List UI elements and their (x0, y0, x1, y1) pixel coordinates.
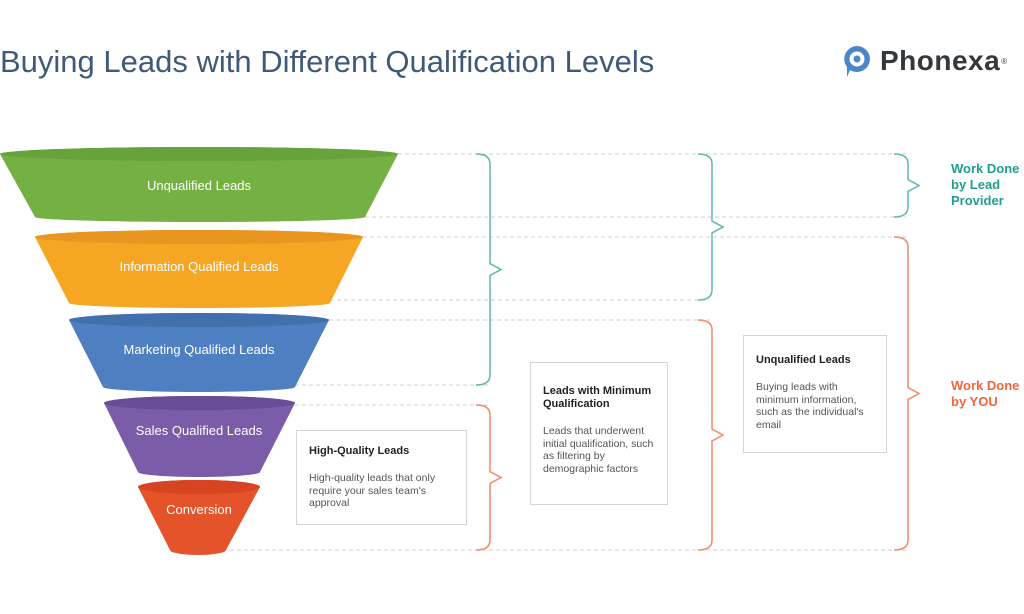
funnel-top (69, 313, 329, 327)
box-body: High-quality leads that only require you… (309, 472, 436, 509)
box-body: Buying leads with minimum information, s… (756, 381, 864, 431)
funnel-body (35, 230, 363, 308)
funnel-top (35, 230, 363, 244)
curly-bracket (697, 153, 725, 301)
funnel-body (138, 480, 260, 555)
funnel-body (0, 147, 398, 222)
info-box-high-quality: High-Quality Leads High-quality leads th… (296, 430, 467, 525)
funnel-top (0, 147, 398, 161)
page-title: Buying Leads with Different Qualificatio… (0, 44, 655, 79)
funnel-segment: Information Qualified Leads (35, 230, 363, 308)
funnel-label: Sales Qualified Leads (136, 423, 263, 438)
curly-bracket (893, 236, 921, 551)
funnel-top (104, 396, 295, 410)
funnel-segment: Marketing Qualified Leads (69, 313, 329, 392)
funnel-label: Unqualified Leads (147, 178, 252, 193)
funnel-top (138, 480, 260, 494)
curly-bracket (475, 153, 503, 386)
box-body: Leads that underwent initial qualificati… (543, 425, 654, 475)
funnel-segment: Sales Qualified Leads (104, 396, 295, 477)
registered-mark: ® (1001, 56, 1008, 66)
curly-bracket (475, 404, 503, 551)
box-title: Leads with Minimum Qualification (543, 385, 652, 410)
curly-bracket (697, 319, 725, 551)
curly-bracket (893, 153, 921, 218)
label-work-by-provider: Work Done by Lead Provider (951, 161, 1020, 208)
funnel-body (104, 396, 295, 477)
label-work-by-you: Work Done by YOU (951, 378, 1020, 409)
funnel-label: Information Qualified Leads (120, 259, 279, 274)
funnel-segment: Conversion (138, 480, 260, 555)
box-title: Unqualified Leads (756, 354, 851, 366)
info-box-minimum-qualification: Leads with Minimum Qualification Leads t… (530, 362, 668, 505)
logo-text: Phonexa (880, 45, 1001, 76)
funnel-segment: Unqualified Leads (0, 147, 398, 222)
info-box-unqualified: Unqualified Leads Buying leads with mini… (743, 335, 887, 453)
phonexa-logo: Phonexa® (842, 44, 1007, 78)
chat-bubble-icon (844, 46, 870, 77)
funnel-body (69, 313, 329, 392)
funnel-label: Marketing Qualified Leads (123, 342, 275, 357)
funnel-label: Conversion (166, 502, 232, 517)
box-title: High-Quality Leads (309, 445, 410, 457)
